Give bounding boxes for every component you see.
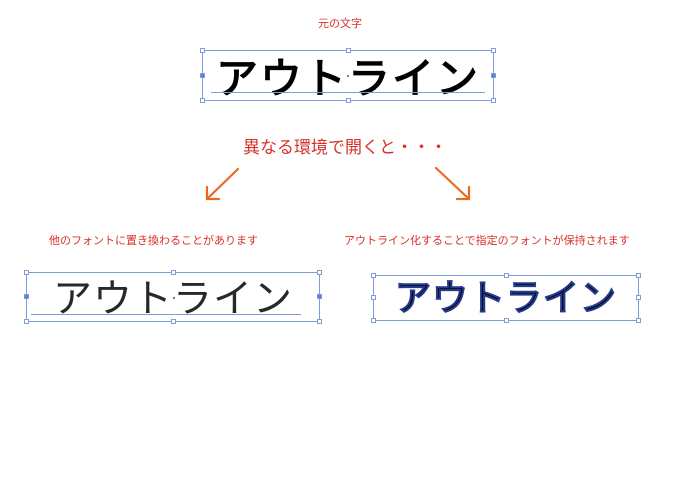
selection-handle[interactable]: [200, 48, 205, 53]
text-out-port[interactable]: [317, 294, 322, 299]
selection-handle[interactable]: [371, 273, 376, 278]
selection-handle[interactable]: [491, 48, 496, 53]
selection-handle[interactable]: [171, 319, 176, 324]
selection-handle[interactable]: [346, 48, 351, 53]
right-arrow-icon: [434, 166, 471, 201]
original-text-frame[interactable]: アウトライン: [200, 48, 496, 103]
selection-handle[interactable]: [504, 318, 509, 323]
selection-handle[interactable]: [200, 98, 205, 103]
selection-handle[interactable]: [346, 98, 351, 103]
original-text-caption: 元の文字: [318, 17, 362, 30]
selection-handle[interactable]: [171, 270, 176, 275]
outlined-text: アウトライン: [394, 278, 617, 319]
text-baseline: [211, 92, 485, 93]
substituted-text: アウトライン: [52, 277, 293, 322]
text-baseline: [31, 314, 301, 315]
selection-handle[interactable]: [636, 295, 641, 300]
text-out-port[interactable]: [491, 73, 496, 78]
selection-handle[interactable]: [504, 273, 509, 278]
selection-handle[interactable]: [24, 270, 29, 275]
selection-handle[interactable]: [317, 270, 322, 275]
left-arrow-icon: [205, 167, 240, 201]
different-environment-caption: 異なる環境で開くと・・・: [243, 138, 447, 158]
substituted-font-caption: 他のフォントに置き換わることがあります: [49, 234, 258, 247]
selection-handle[interactable]: [371, 318, 376, 323]
center-point: [173, 297, 175, 299]
outlined-font-caption: アウトライン化することで指定のフォントが保持されます: [344, 234, 630, 247]
text-in-port[interactable]: [24, 294, 29, 299]
selection-handle[interactable]: [371, 295, 376, 300]
outlined-text-frame[interactable]: アウトライン: [371, 273, 641, 323]
center-point: [347, 75, 349, 77]
substituted-text-frame[interactable]: アウトライン: [24, 270, 322, 324]
selection-handle[interactable]: [636, 318, 641, 323]
selection-handle[interactable]: [317, 319, 322, 324]
selection-handle[interactable]: [491, 98, 496, 103]
selection-handle[interactable]: [24, 319, 29, 324]
selection-handle[interactable]: [636, 273, 641, 278]
text-in-port[interactable]: [200, 73, 205, 78]
